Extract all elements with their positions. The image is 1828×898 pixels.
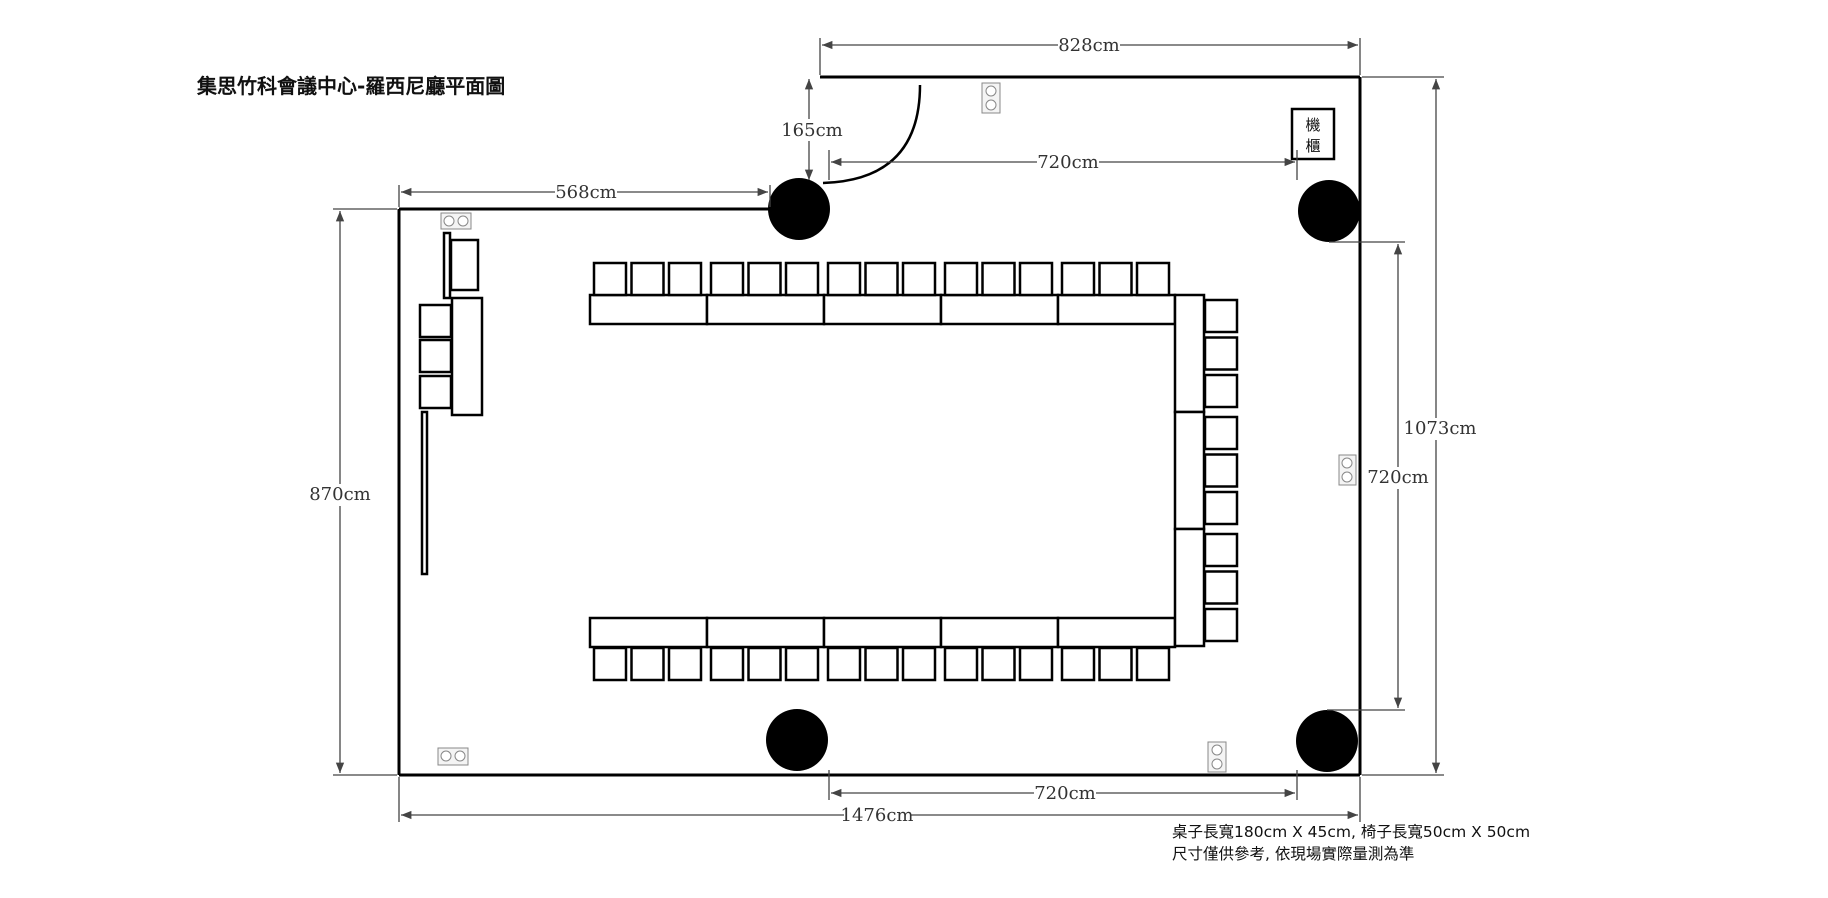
chair	[1098, 261, 1133, 297]
chair	[901, 646, 937, 682]
dim-label-bottom-total: 1476cm	[841, 805, 914, 826]
conference-table	[1173, 527, 1206, 648]
pillar-top-left	[768, 178, 830, 240]
dimension-labels: 828cm 165cm 720cm 568cm 870cm 1073cm 720…	[309, 35, 1476, 826]
podium-chair	[418, 303, 453, 339]
chair	[1203, 532, 1239, 568]
chair	[1203, 490, 1239, 526]
chair	[826, 646, 862, 682]
chair	[1203, 607, 1239, 643]
chair	[784, 261, 820, 297]
chair	[864, 646, 899, 682]
dim-label-left-offset: 568cm	[555, 182, 617, 203]
chair	[1060, 261, 1096, 297]
pillar-bottom-left	[766, 709, 828, 771]
chair	[1060, 646, 1096, 682]
conference-u-layout	[588, 261, 1239, 682]
chair	[784, 646, 820, 682]
conference-table	[705, 293, 826, 326]
room-walls	[397, 75, 1362, 777]
outlet-icon	[1207, 741, 1227, 773]
conference-table	[822, 616, 943, 649]
chair	[1203, 298, 1239, 334]
podium-chair	[418, 374, 453, 410]
chair	[1203, 415, 1239, 451]
dim-label-door-depth: 165cm	[781, 120, 843, 141]
chair	[1018, 646, 1054, 682]
chair	[1203, 336, 1239, 371]
chair	[943, 261, 979, 297]
conference-table	[1173, 293, 1206, 414]
conference-table	[939, 293, 1060, 326]
chair	[667, 646, 703, 682]
chair	[901, 261, 937, 297]
chair	[826, 261, 862, 297]
chair	[709, 646, 745, 682]
cabinet-label-1: 機	[1305, 116, 1320, 134]
furniture-size-note: 桌子長寬180cm X 45cm, 椅子長寬50cm X 50cm	[1172, 823, 1531, 841]
conference-table	[822, 293, 943, 326]
conference-table	[705, 616, 826, 649]
conference-table	[1056, 616, 1177, 649]
outlet-icon	[440, 212, 472, 230]
dim-label-bottom-inner: 720cm	[1034, 783, 1096, 804]
plan-title: 集思竹科會議中心-羅西尼廳平面圖	[197, 74, 506, 98]
chair	[1203, 570, 1239, 605]
podium-chair	[418, 338, 453, 374]
outlet-icon	[437, 747, 469, 766]
dim-label-top-width: 828cm	[1058, 35, 1120, 56]
door	[822, 84, 922, 185]
chair	[981, 261, 1016, 297]
dim-label-left-height: 870cm	[309, 484, 371, 505]
disclaimer-note: 尺寸僅供參考, 依現場實際量測為準	[1172, 845, 1415, 863]
chair	[864, 261, 899, 297]
chair	[1203, 373, 1239, 409]
cabinet-label-2: 櫃	[1305, 137, 1320, 155]
chair	[592, 646, 628, 682]
conference-table	[939, 616, 1060, 649]
chair	[1098, 646, 1133, 682]
dim-label-right-total: 1073cm	[1404, 418, 1477, 439]
conference-table	[588, 293, 709, 326]
conference-table	[1173, 410, 1206, 531]
podium-back-panel	[442, 231, 452, 300]
dimension-lines	[333, 38, 1444, 822]
chair	[943, 646, 979, 682]
chair	[1203, 453, 1239, 488]
podium-rail	[420, 410, 429, 576]
chair	[1018, 261, 1054, 297]
chair	[747, 261, 782, 297]
podium-screen	[449, 238, 480, 292]
chair	[1135, 261, 1171, 297]
chair	[1135, 646, 1171, 682]
chair	[630, 646, 665, 682]
dim-label-top-inner: 720cm	[1037, 152, 1099, 173]
conference-table	[588, 616, 709, 649]
conference-table	[1056, 293, 1177, 326]
chair	[592, 261, 628, 297]
chair	[630, 261, 665, 297]
cabinet: 機 櫃	[1290, 107, 1336, 161]
chair	[667, 261, 703, 297]
chair	[709, 261, 745, 297]
pillars	[766, 178, 1360, 772]
pillar-bottom-right	[1296, 710, 1358, 772]
dim-label-right-inner: 720cm	[1367, 467, 1429, 488]
podium-table	[450, 296, 484, 417]
pillar-top-right	[1298, 180, 1360, 242]
door-swing-arc	[822, 84, 922, 185]
outlet-icon	[1338, 454, 1357, 486]
outlet-icon	[981, 82, 1001, 114]
chair	[981, 646, 1016, 682]
podium-area	[418, 231, 484, 576]
chair	[747, 646, 782, 682]
power-outlets	[437, 82, 1357, 773]
cabinet-box	[1290, 107, 1336, 161]
